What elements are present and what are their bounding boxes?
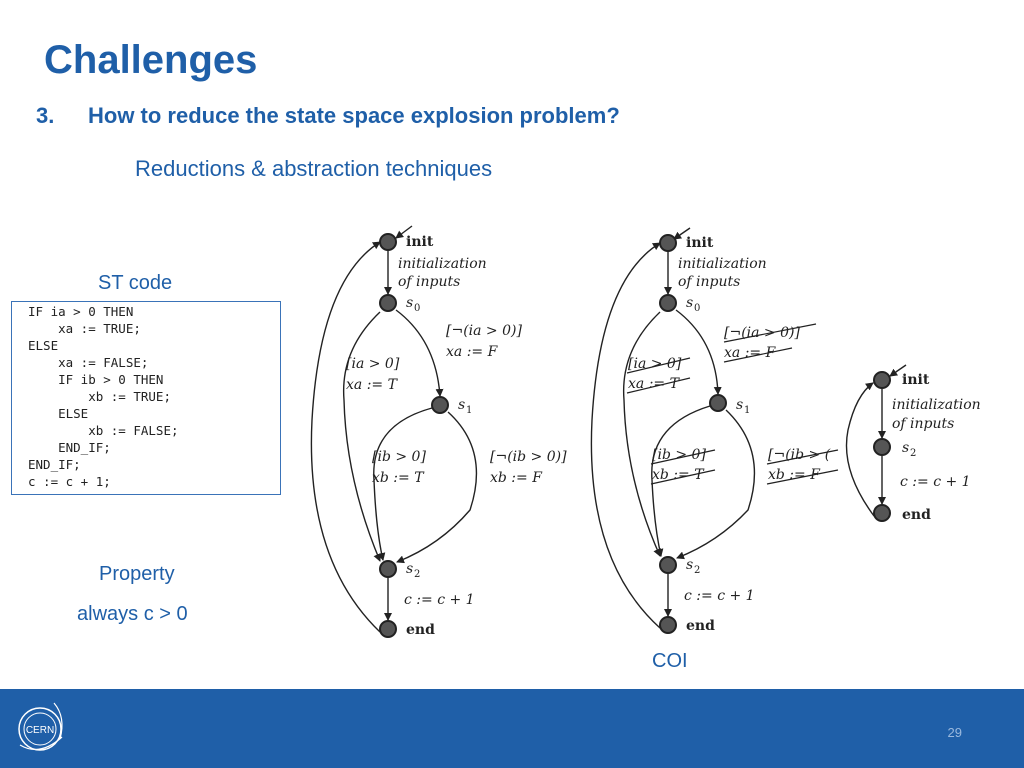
coi-label-not-ib-guard: [¬(ib > ( [768, 447, 831, 463]
reduced-node-end [873, 504, 891, 522]
coi-node-s2 [659, 556, 677, 574]
coi-label-c-assign: c := c + 1 [684, 588, 755, 604]
coi-label-not-ib-assign: xb := F [768, 467, 821, 483]
code-line: xb := FALSE; [28, 423, 179, 438]
code-line: IF ia > 0 THEN [28, 304, 134, 319]
label-not-ia-guard: [¬(ia > 0)] [446, 323, 522, 339]
code-line: c := c + 1; [28, 474, 111, 489]
node-s1 [431, 396, 449, 414]
footer-bar: CERN 29 [0, 689, 1024, 768]
label-init-line2: of inputs [398, 274, 460, 290]
coi-diagram [590, 227, 756, 629]
reduced-label-init: init [902, 372, 930, 388]
label-s2: s [406, 561, 413, 577]
coi-node-s1 [709, 394, 727, 412]
page-number: 29 [947, 725, 962, 740]
coi-label-s1-sub: 1 [744, 405, 750, 416]
coi-node-init [659, 234, 677, 252]
coi-label-init-line1: initialization [678, 256, 767, 272]
node-end [379, 620, 397, 638]
reduced-label-end: end [902, 507, 931, 523]
label-not-ia-assign: xa := F [446, 344, 499, 360]
coi-label-ia-assign: xa := T [628, 376, 681, 392]
label-s1-sub: 1 [466, 405, 472, 416]
reduced-label-s2: s [902, 440, 909, 456]
reduced-label-c-assign: c := c + 1 [900, 474, 971, 490]
label-init: init [406, 234, 434, 250]
label-not-ib-assign: xb := F [490, 470, 543, 486]
label-s2-sub: 2 [414, 569, 420, 580]
question-text: How to reduce the state space explosion … [88, 103, 620, 128]
slide-title: Challenges [44, 38, 258, 82]
label-ib-assign: xb := T [372, 470, 425, 486]
label-ia-assign: xa := T [346, 377, 399, 393]
code-line: IF ib > 0 THEN [28, 372, 164, 387]
coi-label-s2: s [686, 557, 693, 573]
coi-label-ib-guard: [ib > 0] [652, 447, 706, 463]
label-ia-guard: [ia > 0] [346, 356, 400, 372]
label-s1: s [458, 397, 465, 413]
question-number: 3. [36, 103, 55, 128]
state-machine-diagrams: init initialization of inputs s 0 [¬(ia … [310, 225, 981, 638]
reduced-node-init [873, 371, 891, 389]
property-label: Property [99, 563, 175, 585]
reduced-label-init-line2: of inputs [892, 416, 954, 432]
coi-label-s0: s [686, 295, 693, 311]
coi-label-init: init [686, 235, 714, 251]
label-not-ib-guard: [¬(ib > 0)] [490, 449, 567, 465]
code-line: xa := FALSE; [28, 355, 149, 370]
label-c-assign: c := c + 1 [404, 592, 475, 608]
node-init [379, 233, 397, 251]
coi-label-init-line2: of inputs [678, 274, 740, 290]
code-box: IF ia > 0 THEN xa := TRUE; ELSE xa := FA… [11, 301, 281, 495]
label-end: end [406, 622, 435, 638]
coi-node-s0 [659, 294, 677, 312]
label-ib-guard: [ib > 0] [372, 449, 426, 465]
code-line: ELSE [28, 338, 59, 353]
node-s0 [379, 294, 397, 312]
reduced-label-init-line1: initialization [892, 397, 981, 413]
reduced-node-s2 [873, 438, 891, 456]
coi-label: COI [652, 650, 688, 672]
code-line: END_IF; [28, 457, 81, 472]
coi-label-end: end [686, 618, 715, 634]
property-expression: always c > 0 [77, 603, 188, 625]
reduced-label-s2-sub: 2 [910, 448, 916, 459]
code-line: xa := TRUE; [28, 321, 141, 336]
coi-label-ib-assign: xb := T [652, 467, 705, 483]
subtitle: Reductions & abstraction techniques [135, 156, 493, 181]
node-s2 [379, 560, 397, 578]
reduced-diagram [845, 364, 907, 517]
strike-throughs [626, 323, 839, 485]
coi-label-not-ia-guard: [¬(ia > 0)] [724, 325, 800, 341]
full-diagram [310, 225, 478, 633]
coi-label-not-ia-assign: xa := F [724, 345, 777, 361]
code-line: ELSE [28, 406, 89, 421]
coi-label-s1: s [736, 397, 743, 413]
label-init-line1: initialization [398, 256, 487, 272]
st-code-label: ST code [98, 272, 173, 294]
coi-label-s2-sub: 2 [694, 565, 700, 576]
coi-node-end [659, 616, 677, 634]
code-line: xb := TRUE; [28, 389, 171, 404]
label-s0-sub: 0 [414, 303, 420, 314]
svg-text:CERN: CERN [26, 725, 54, 736]
label-s0: s [406, 295, 413, 311]
code-line: END_IF; [28, 440, 111, 455]
cern-logo: CERN [18, 702, 63, 751]
coi-label-s0-sub: 0 [694, 303, 700, 314]
coi-label-ia-guard: [ia > 0] [628, 356, 682, 372]
